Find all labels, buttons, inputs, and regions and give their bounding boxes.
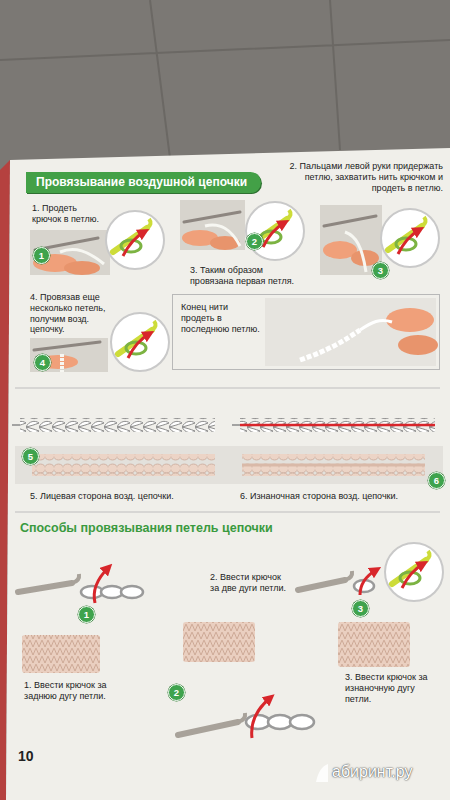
- callout-number: 6: [428, 472, 445, 489]
- callout-digit: 5: [28, 452, 33, 462]
- step-caption: 1. Продеть крючок в петлю.: [32, 203, 108, 225]
- watermark: абиринт.ру: [332, 762, 412, 781]
- step-caption: 3. Таким образом провязана первая петля.: [190, 265, 302, 287]
- step-caption: 2. Ввести крючок за две дуги петли.: [210, 572, 290, 594]
- step-caption: 5. Лицевая сторона возд. цепочки.: [30, 491, 230, 502]
- step-caption: 5. Лицевая сторона возд. цепочки.: [30, 491, 230, 502]
- callout-digit: 3: [378, 266, 383, 276]
- title-text: Провязывание воздушной цепочки: [36, 176, 247, 189]
- callout-digit: 3: [358, 604, 363, 614]
- step-caption: 2. Пальцами левой руки придержать петлю,…: [272, 161, 443, 193]
- callout-digit: 2: [174, 688, 179, 698]
- callout-number: 3: [352, 600, 369, 617]
- callout-digit: 6: [434, 476, 439, 486]
- step-caption: 3. Таким образом провязана первая петля.: [190, 265, 302, 287]
- step-caption: 4. Провязав еще несколько петель, получи…: [30, 292, 110, 335]
- watermark: абиринт.ру: [332, 762, 412, 781]
- callout-number: 3: [372, 262, 389, 279]
- step-caption: 1. Ввести крючок за заднюю дугу петли.: [24, 680, 119, 702]
- step-caption: 6. Изнаночная сторона возд. цепочки.: [240, 491, 445, 502]
- page-number: 10: [18, 748, 34, 765]
- step-caption: 1. Продеть крючок в петлю.: [32, 203, 108, 225]
- callout-digit: 4: [40, 358, 45, 368]
- page-number: 10: [18, 748, 34, 765]
- callout-number: 1: [33, 247, 50, 264]
- callout-number: 2: [168, 684, 185, 701]
- step-caption: 4. Провязав еще несколько петель, получи…: [30, 292, 110, 335]
- step-caption: 3. Ввести крючок за изнаночную дугу петл…: [345, 672, 442, 704]
- step-caption: 1. Ввести крючок за заднюю дугу петли.: [24, 680, 119, 702]
- callout-number: 1: [78, 606, 95, 623]
- section-heading: Способы провязывания петель цепочки: [20, 521, 350, 536]
- callout-digit: 1: [84, 610, 89, 620]
- step-caption: 3. Ввести крючок за изнаночную дугу петл…: [345, 672, 442, 704]
- photo-frame: Конец нити продеть в последнюю петлю.: [172, 294, 440, 370]
- step-caption: 6. Изнаночная сторона возд. цепочки.: [240, 491, 445, 502]
- callout-digit: 1: [39, 251, 44, 261]
- callout-number: 2: [246, 233, 263, 250]
- callout-number: 4: [34, 354, 51, 371]
- title-band: Провязывание воздушной цепочки: [26, 172, 261, 193]
- step-caption: 2. Ввести крючок за две дуги петли.: [210, 572, 290, 594]
- callout-number: 5: [22, 448, 39, 465]
- callout-digit: 2: [252, 237, 257, 247]
- section-heading: Способы провязывания петель цепочки: [20, 521, 350, 536]
- step-caption: 2. Пальцами левой руки придержать петлю,…: [272, 161, 443, 193]
- frame-caption: Конец нити продеть в последнюю петлю.: [181, 302, 263, 334]
